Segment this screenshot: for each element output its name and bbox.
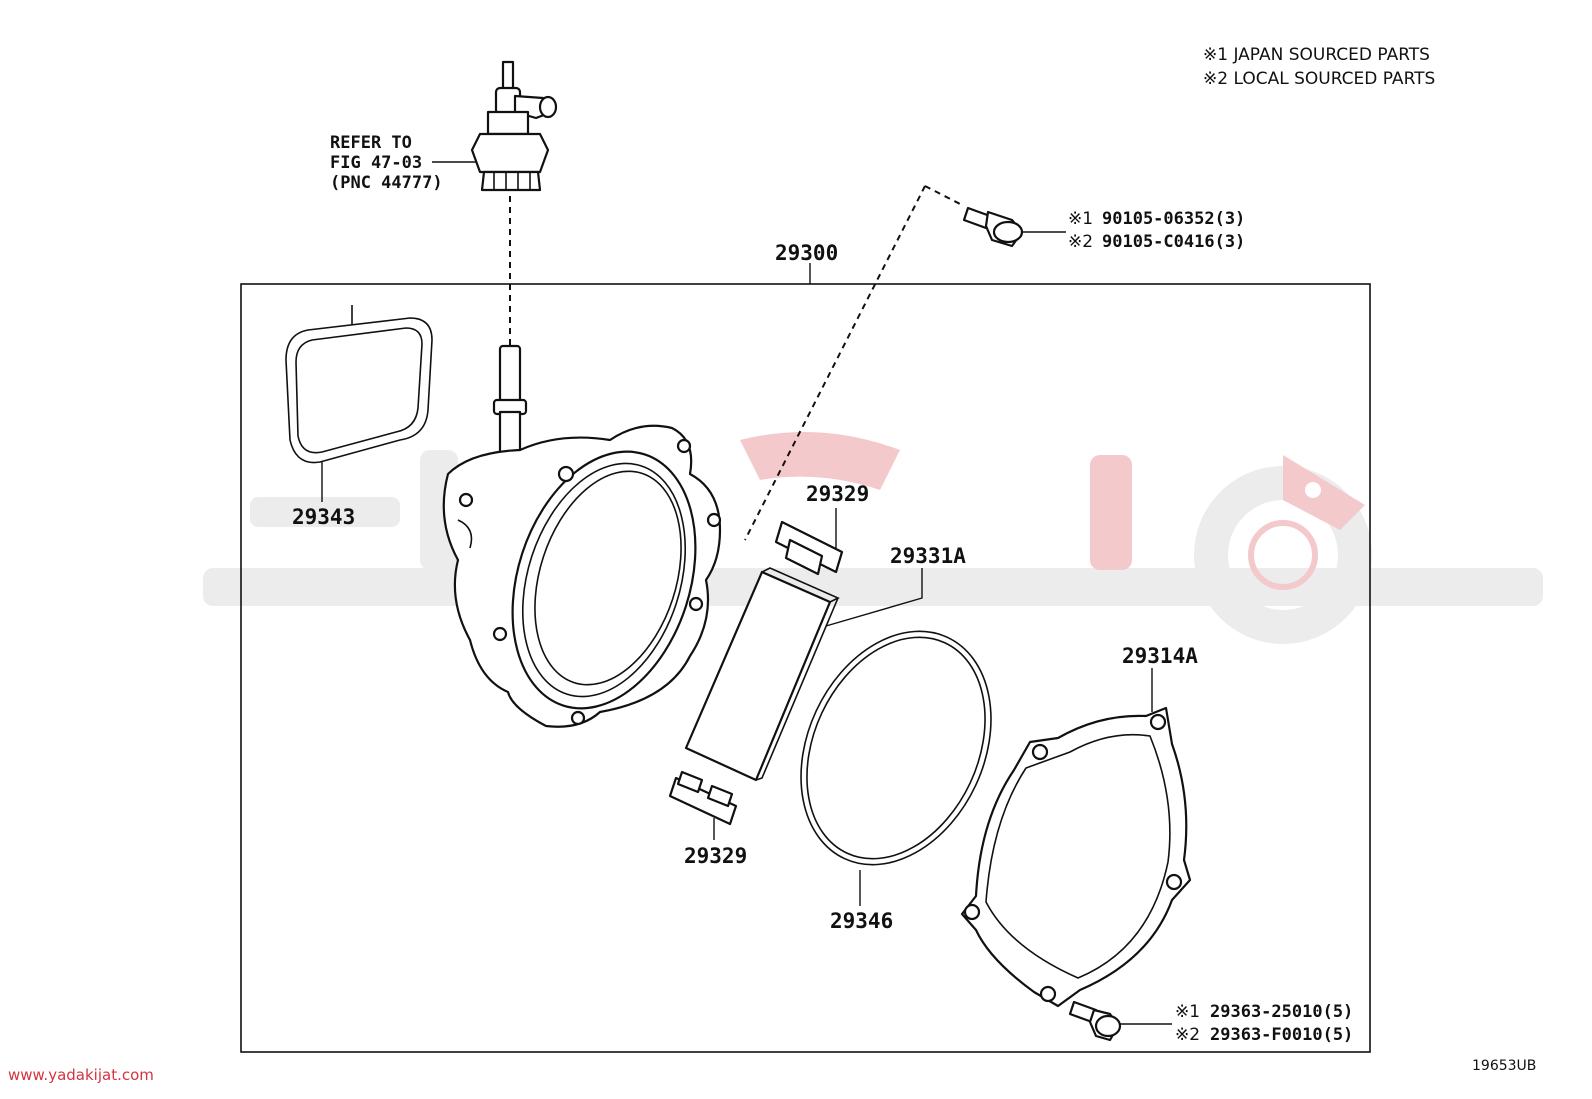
note-local-sourced: ※2 LOCAL SOURCED PARTS <box>1203 69 1435 89</box>
part-label-29314A: 29314A <box>1122 644 1198 668</box>
refer-line3: (PNC 44777) <box>330 173 443 193</box>
bolt-top-pn2: 90105-C0416(3) <box>1102 232 1245 252</box>
bolt-top-drawing <box>962 206 1024 248</box>
part-label-29300: 29300 <box>775 241 838 265</box>
figure-code: 19653UB <box>1472 1058 1536 1074</box>
part-label-29331A: 29331A <box>890 544 966 568</box>
site-url: www.yadakijat.com <box>8 1066 154 1084</box>
seal-bottom-drawing <box>668 770 738 826</box>
cover-drawing <box>960 706 1192 1008</box>
seal-top-drawing <box>774 520 844 576</box>
bolt-bottom-mark1: ※1 <box>1175 1002 1200 1022</box>
part-label-29329-bottom: 29329 <box>684 844 747 868</box>
oring-drawing <box>800 630 992 866</box>
assembly-frame <box>240 283 1371 1053</box>
part-label-29346: 29346 <box>830 909 893 933</box>
watermark-logo <box>203 432 1543 644</box>
bolt-top-mark1: ※1 <box>1068 209 1093 229</box>
bolt-bottom-mark2: ※2 <box>1175 1025 1200 1045</box>
check-valve-drawing <box>470 60 558 192</box>
note-japan-sourced: ※1 JAPAN SOURCED PARTS <box>1203 45 1430 65</box>
vane-drawing <box>684 567 840 782</box>
refer-line1: REFER TO <box>330 133 412 153</box>
part-label-29329-top: 29329 <box>806 482 869 506</box>
vane-leader <box>825 568 923 627</box>
bolt-bottom-drawing <box>1068 1000 1122 1042</box>
refer-line2: FIG 47-03 <box>330 153 422 173</box>
bolt-bottom-pn1: 29363-25010(5) <box>1210 1002 1353 1022</box>
part-label-29343: 29343 <box>292 505 355 529</box>
bolt-top-pn1: 90105-06352(3) <box>1102 209 1245 229</box>
gasket-drawing <box>285 305 433 464</box>
pump-housing-drawing <box>442 344 722 728</box>
bolt-bottom-pn2: 29363-F0010(5) <box>1210 1025 1353 1045</box>
bolt-top-dash-line <box>744 185 963 541</box>
bolt-top-mark2: ※2 <box>1068 232 1093 252</box>
